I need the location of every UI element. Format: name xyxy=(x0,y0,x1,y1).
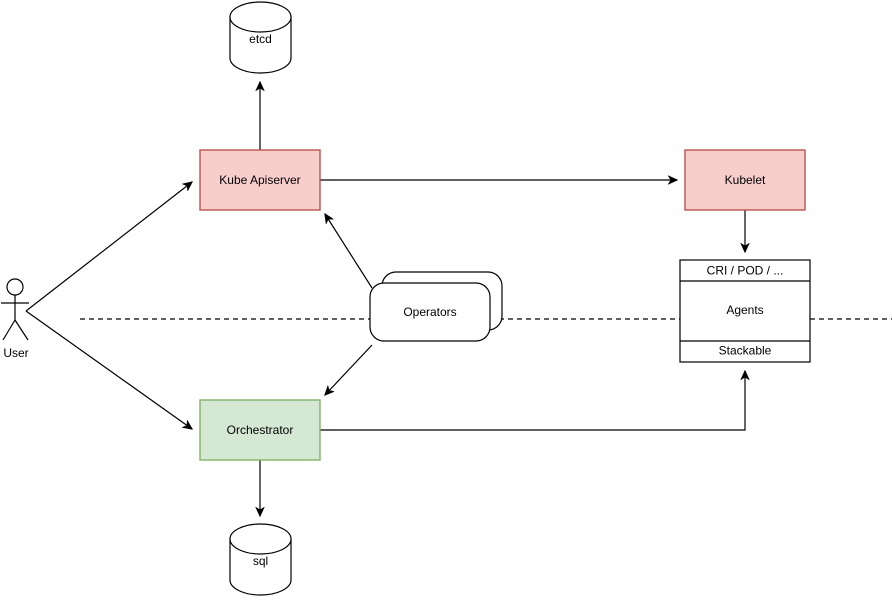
agents-header-label: CRI / POD / ... xyxy=(707,264,784,278)
node-agents[interactable]: CRI / POD / ... Agents Stackable xyxy=(679,259,811,363)
edge-operators-to-orchestrator xyxy=(325,344,373,395)
edge-user-to-kube-apiserver xyxy=(25,182,192,312)
node-kube-apiserver-label: Kube Apiserver xyxy=(219,173,300,187)
edge-operators-to-kube-apiserver xyxy=(325,214,373,289)
node-kubelet[interactable]: Kubelet xyxy=(684,149,806,211)
cylinder-etcd[interactable]: etcd xyxy=(229,1,292,74)
node-orchestrator-label: Orchestrator xyxy=(227,423,294,437)
operators-front-card xyxy=(369,282,491,342)
node-operators[interactable]: Operators xyxy=(369,271,503,342)
edge-user-to-orchestrator xyxy=(25,310,192,429)
cylinder-etcd-label: etcd xyxy=(249,32,272,46)
agents-footer-label: Stackable xyxy=(719,344,772,358)
edge-orchestrator-to-stackable xyxy=(320,371,745,431)
node-kubelet-label: Kubelet xyxy=(725,173,766,187)
actor-user-label: User xyxy=(3,346,28,360)
cylinder-sql[interactable]: sql xyxy=(229,523,292,596)
cylinder-sql-label: sql xyxy=(253,554,268,568)
node-kube-apiserver[interactable]: Kube Apiserver xyxy=(199,149,321,211)
node-orchestrator[interactable]: Orchestrator xyxy=(199,399,321,461)
agents-body-label: Agents xyxy=(726,303,763,317)
node-operators-label: Operators xyxy=(403,305,456,319)
actor-user[interactable]: User xyxy=(1,278,29,360)
